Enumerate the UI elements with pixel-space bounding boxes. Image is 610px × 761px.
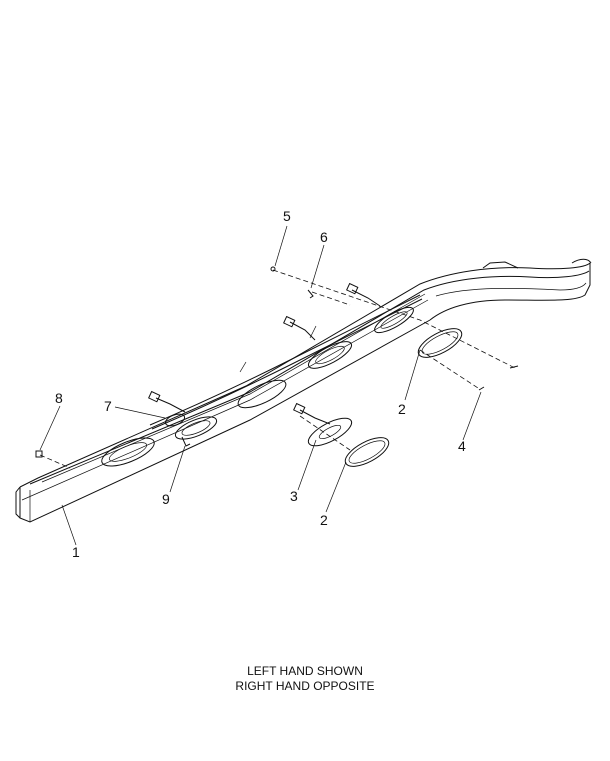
callout-labels: 1 2 2 3 4 5 6 7 8 9: [55, 208, 466, 560]
step-rail-assembly: [15, 258, 592, 523]
rail-lamp-openings: [101, 306, 414, 467]
callout-2-lower: 2: [320, 512, 328, 528]
fasteners: [35, 266, 519, 458]
wiring-harness: [148, 282, 423, 430]
callout-9: 9: [162, 491, 170, 507]
callout-5: 5: [283, 208, 291, 224]
callout-4: 4: [458, 438, 466, 454]
caption-line-1: LEFT HAND SHOWN: [247, 664, 363, 678]
callout-8: 8: [55, 390, 63, 406]
lens-upper: [417, 328, 463, 358]
callout-1: 1: [72, 544, 80, 560]
callout-6: 6: [320, 229, 328, 245]
assembly-centerlines: [39, 269, 516, 469]
marker-lamp: [307, 417, 353, 447]
caption-line-2: RIGHT HAND OPPOSITE: [235, 679, 375, 693]
leader-lines: [39, 225, 482, 546]
callout-2-upper: 2: [398, 401, 406, 417]
lens-lower: [344, 437, 390, 467]
callout-7: 7: [104, 398, 112, 414]
callout-3: 3: [290, 488, 298, 504]
